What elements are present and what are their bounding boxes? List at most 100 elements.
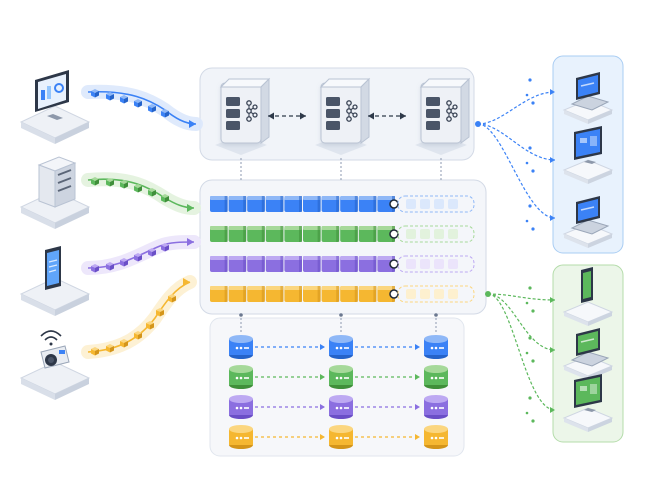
db-led <box>339 346 343 350</box>
laptop-screen <box>578 75 598 97</box>
message-cube-icon <box>91 264 99 273</box>
consumer-green-fanout-line <box>487 293 556 411</box>
logo-node <box>252 104 258 110</box>
laptop-icon <box>570 72 610 111</box>
consumer-green-1-smartphone-icon <box>562 267 614 326</box>
particle-dot <box>531 419 535 423</box>
particle-dot <box>531 309 535 313</box>
message-cube-icon <box>161 243 169 252</box>
message-segment-side <box>354 286 358 302</box>
phone-screen <box>583 271 591 299</box>
replica-purple-3-database-icon <box>424 395 448 419</box>
smartphone-icon <box>581 267 593 303</box>
message-cube-icon <box>161 109 169 118</box>
kafka-logo-icon <box>446 100 458 122</box>
message-cube-icon <box>120 180 128 189</box>
db-led <box>339 406 343 410</box>
cube-left <box>168 296 172 303</box>
device-platform-right <box>588 312 612 326</box>
cube-right <box>124 97 128 104</box>
device-platform-left <box>564 170 588 184</box>
message-cube-icon <box>134 331 142 340</box>
consumer-green-fanout-arrowhead <box>550 407 555 413</box>
message-segment-side <box>336 286 340 302</box>
consumer-blue-fanout-arrowhead <box>550 215 555 221</box>
replica-arrowhead <box>320 374 325 380</box>
device-platform-right <box>588 418 612 432</box>
consumer-green-2-laptop-icon <box>562 328 614 380</box>
consumer-green-fanout-arrowhead <box>550 297 555 303</box>
message-segment-highlight <box>228 286 247 290</box>
message-segment-highlight <box>284 256 302 260</box>
producer-arrowhead <box>183 278 190 286</box>
replica-green-1-database-icon <box>229 365 253 389</box>
message-segment-highlight <box>377 286 395 290</box>
cube-right <box>160 310 164 317</box>
arrowhead-right <box>300 112 306 120</box>
replica-yellow-1-database-icon <box>229 425 253 449</box>
db-label-bar <box>244 407 249 409</box>
monitor-screen <box>38 74 66 109</box>
message-segment-highlight <box>265 196 284 200</box>
cube-right <box>95 349 99 356</box>
message-segment-highlight <box>358 196 377 200</box>
pending-slot-outline <box>397 255 475 273</box>
kafka-logo-icon <box>346 100 358 122</box>
cube-left <box>106 346 110 353</box>
chart-bar <box>41 90 45 100</box>
consumer-green-fanout-line <box>487 293 556 301</box>
cube-right <box>138 333 142 340</box>
db-led <box>434 436 438 440</box>
cube-left <box>148 106 152 113</box>
db-top <box>424 425 448 433</box>
message-segment-highlight <box>321 196 340 200</box>
message-segment-highlight <box>247 256 265 260</box>
cube-left <box>148 250 152 257</box>
screen-widget <box>580 386 587 391</box>
db-led <box>239 346 243 350</box>
message-segment-highlight <box>377 256 395 260</box>
message-segment-highlight <box>210 286 228 290</box>
replica-green-3-database-icon <box>424 365 448 389</box>
message-segment-side <box>354 256 358 272</box>
screen-widget <box>580 138 587 143</box>
device-platform-left <box>564 110 588 124</box>
link-dot <box>339 313 343 317</box>
cube-right <box>124 260 128 267</box>
message-segment-highlight <box>358 286 377 290</box>
db-led <box>239 406 243 410</box>
pending-segment <box>420 289 430 299</box>
producer-1 <box>19 70 91 144</box>
message-segment-side <box>373 256 377 272</box>
pending-segment <box>406 289 416 299</box>
particle-dot <box>531 359 535 363</box>
smartphone-icon <box>45 246 61 290</box>
pending-segment <box>448 229 458 239</box>
consumer-blue-fanout-arrowhead <box>550 157 555 163</box>
logo-node <box>252 112 258 118</box>
message-cube-icon <box>106 262 114 271</box>
server-drive <box>426 109 440 118</box>
logo-node <box>352 104 358 110</box>
broker-1-server-broker-icon <box>215 77 271 155</box>
server-drive <box>326 121 340 130</box>
cube-left <box>91 349 95 356</box>
cube-right <box>110 94 114 101</box>
message-segment-highlight <box>340 196 358 200</box>
message-segment-side <box>373 196 377 212</box>
offset-pointer-icon <box>389 289 399 299</box>
cube-left <box>161 196 165 203</box>
server-box-icon <box>37 156 77 208</box>
pending-segment <box>434 259 444 269</box>
particle-dot <box>525 351 529 355</box>
replica-blue-2-database-icon <box>329 335 353 359</box>
laptop-icon <box>570 328 610 367</box>
db-top <box>229 395 253 403</box>
db-led <box>430 376 434 380</box>
cube-left <box>156 310 160 317</box>
message-segment-side <box>224 196 228 212</box>
laptop-base <box>570 351 610 367</box>
db-led <box>235 376 239 380</box>
message-segment-side <box>243 196 247 212</box>
